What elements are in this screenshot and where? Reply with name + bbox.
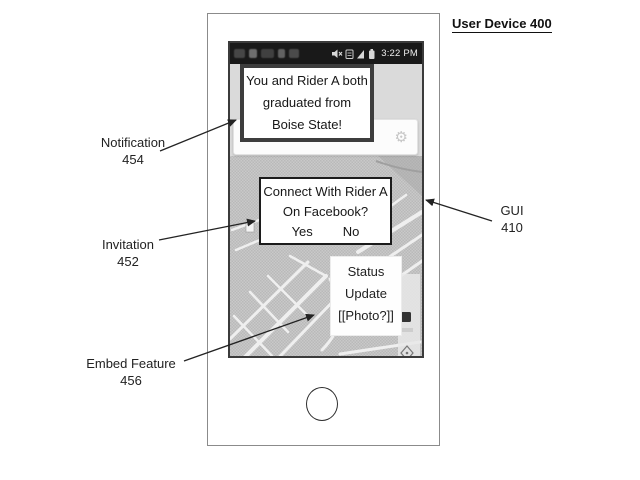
status-line-3: [[Photo?]] xyxy=(338,308,394,323)
status-bar: 3:22 PM xyxy=(230,43,422,64)
invitation-actions: Yes No xyxy=(261,222,390,242)
compass-icon[interactable] xyxy=(400,345,414,356)
callout-gui-label: GUI xyxy=(500,203,524,218)
callout-notification-ref: 454 xyxy=(122,152,144,167)
network-icon xyxy=(345,49,354,59)
callout-notification-label: Notification xyxy=(100,135,166,150)
home-button[interactable] xyxy=(306,387,338,421)
status-line-2: Update xyxy=(345,286,387,301)
no-button[interactable]: No xyxy=(342,224,360,239)
callout-embed-feature-ref: 456 xyxy=(120,373,142,388)
notification-popup[interactable]: You and Rider A both graduated from Bois… xyxy=(240,64,374,142)
notification-line-1: You and Rider A both xyxy=(246,73,368,88)
compass-dot xyxy=(405,351,409,355)
status-bar-right-icons: 3:22 PM xyxy=(332,48,418,60)
notification-icons-blur xyxy=(234,49,299,58)
callout-invitation-ref: 452 xyxy=(117,254,139,269)
signal-icon xyxy=(357,49,365,58)
callout-invitation: Invitation 452 xyxy=(68,236,188,270)
callout-invitation-label: Invitation xyxy=(101,237,155,252)
map-marker-icon[interactable] xyxy=(401,312,411,322)
callout-notification: Notification 454 xyxy=(73,134,193,168)
yes-button[interactable]: Yes xyxy=(291,224,313,239)
settings-gear-icon[interactable]: ⚙ xyxy=(394,127,408,146)
invitation-dialog: Connect With Rider A On Facebook? Yes No xyxy=(259,177,392,245)
callout-embed-feature-label: Embed Feature xyxy=(86,356,176,371)
notification-line-3: Boise State! xyxy=(271,117,343,132)
status-update-card: Status Update [[Photo?]] xyxy=(330,256,402,336)
map-pin-marker xyxy=(245,221,255,233)
callout-gui: GUI 410 xyxy=(482,202,542,236)
clock-text: 3:22 PM xyxy=(381,48,418,59)
callout-embed-feature: Embed Feature 456 xyxy=(61,355,201,389)
invitation-line-2: On Facebook? xyxy=(282,204,369,219)
figure-title: User Device 400 xyxy=(452,16,552,33)
map-label-smudge xyxy=(400,328,413,332)
status-icon-cluster xyxy=(332,48,375,59)
mute-icon xyxy=(332,49,343,58)
callout-gui-ref: 410 xyxy=(501,220,523,235)
map-curved-road xyxy=(375,160,422,173)
battery-icon xyxy=(369,48,375,59)
notification-line-2: graduated from xyxy=(262,95,352,110)
invitation-line-1: Connect With Rider A xyxy=(263,184,388,199)
status-line-1: Status xyxy=(347,264,385,279)
